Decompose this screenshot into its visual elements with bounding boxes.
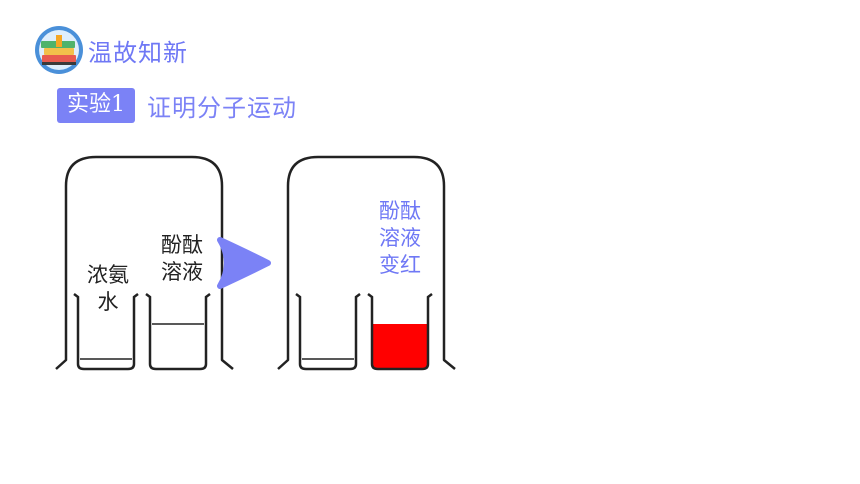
bell-jar-left [55, 155, 234, 370]
bell-jar-right [277, 155, 456, 370]
beaker-ammonia-after [295, 293, 361, 371]
experiment-title: 证明分子运动 [147, 94, 297, 122]
label-result: 酚酞 溶液 变红 [379, 199, 421, 277]
experiment-badge: 实验1 [57, 88, 135, 123]
beaker-phenolphthalein-red [367, 293, 433, 371]
experiment-heading: 实验1 证明分子运动 [57, 88, 297, 123]
beaker-phenolphthalein [145, 293, 211, 371]
books-icon [35, 26, 83, 74]
label-phenolphthalein: 酚酞 溶液 [161, 233, 203, 284]
beaker-ammonia [73, 293, 139, 371]
page-title: 温故知新 [88, 38, 188, 67]
label-ammonia: 浓氨 水 [87, 263, 129, 314]
red-liquid [373, 324, 427, 368]
page-header: 温故知新 [34, 25, 188, 75]
arrow-icon [217, 237, 271, 289]
